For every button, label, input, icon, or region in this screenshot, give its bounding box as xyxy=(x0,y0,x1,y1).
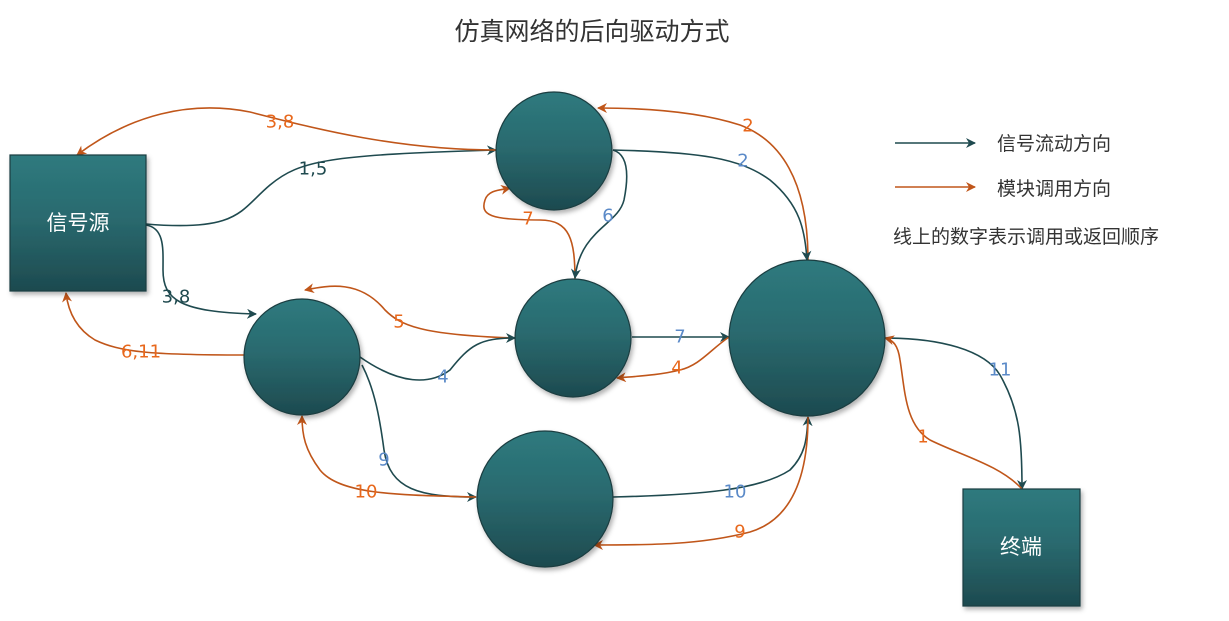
edge-terminal-to-d xyxy=(884,335,1023,490)
edges xyxy=(62,103,1027,550)
edge-a-to-source xyxy=(76,107,497,156)
edge-label: 3,8 xyxy=(266,112,295,133)
legend-note: 线上的数字表示调用或返回顺序 xyxy=(893,226,1159,248)
edge-a-to-c xyxy=(570,149,628,279)
legend-call-label: 模块调用方向 xyxy=(997,178,1111,200)
edge-d-to-e xyxy=(593,416,809,550)
edge-b-to-e xyxy=(361,364,477,502)
edge-label: 2 xyxy=(737,151,748,172)
edge-label: 9 xyxy=(734,522,745,543)
edge-b-to-source xyxy=(62,292,245,356)
edge-label: 11 xyxy=(989,360,1012,381)
edge-label: 10 xyxy=(724,482,747,503)
edge-d-to-a xyxy=(597,103,809,261)
edge-d-to-terminal xyxy=(884,337,1027,490)
edge-source-to-b xyxy=(145,224,257,319)
edge-label: 9 xyxy=(378,450,389,471)
edge-label: 6,11 xyxy=(121,342,161,363)
edge-label: 5 xyxy=(393,312,404,333)
diagram-title: 仿真网络的后向驱动方式 xyxy=(454,17,729,46)
signal-source-node xyxy=(9,154,147,292)
edge-label: 7 xyxy=(522,209,533,230)
module-node-c xyxy=(514,278,632,398)
edge-d-to-c xyxy=(616,336,730,383)
edge-label: 1 xyxy=(917,427,928,448)
module-node-a xyxy=(495,91,613,211)
edge-label: 4 xyxy=(437,367,448,388)
module-node-b xyxy=(243,298,361,416)
edge-labels: 1,5 3,8 3,8 6,11 5 4 7 6 2 2 7 4 9 10 10… xyxy=(121,112,1011,543)
edge-c-to-a xyxy=(483,184,576,281)
terminal-node xyxy=(962,488,1081,607)
legend-signal-label: 信号流动方向 xyxy=(997,133,1111,155)
edge-source-to-a xyxy=(145,145,497,227)
edge-label: 10 xyxy=(355,482,378,503)
signal-source-label: 信号源 xyxy=(47,211,110,235)
edge-a-to-d xyxy=(612,149,812,261)
edge-b-to-c xyxy=(359,333,516,381)
legend: 信号流动方向 模块调用方向 线上的数字表示调用或返回顺序 xyxy=(893,133,1159,248)
edge-e-to-b xyxy=(297,415,477,498)
terminal-label: 终端 xyxy=(1000,535,1042,559)
edge-label: 1,5 xyxy=(299,159,328,180)
edge-label: 3,8 xyxy=(162,287,191,308)
edge-label: 7 xyxy=(674,327,685,348)
edge-e-to-d xyxy=(612,416,813,498)
module-node-e xyxy=(476,430,614,568)
edge-c-to-b xyxy=(304,283,516,339)
edge-label: 2 xyxy=(742,116,753,137)
edge-label: 6 xyxy=(602,206,613,227)
module-node-d xyxy=(728,259,886,417)
edge-label: 4 xyxy=(671,358,682,379)
